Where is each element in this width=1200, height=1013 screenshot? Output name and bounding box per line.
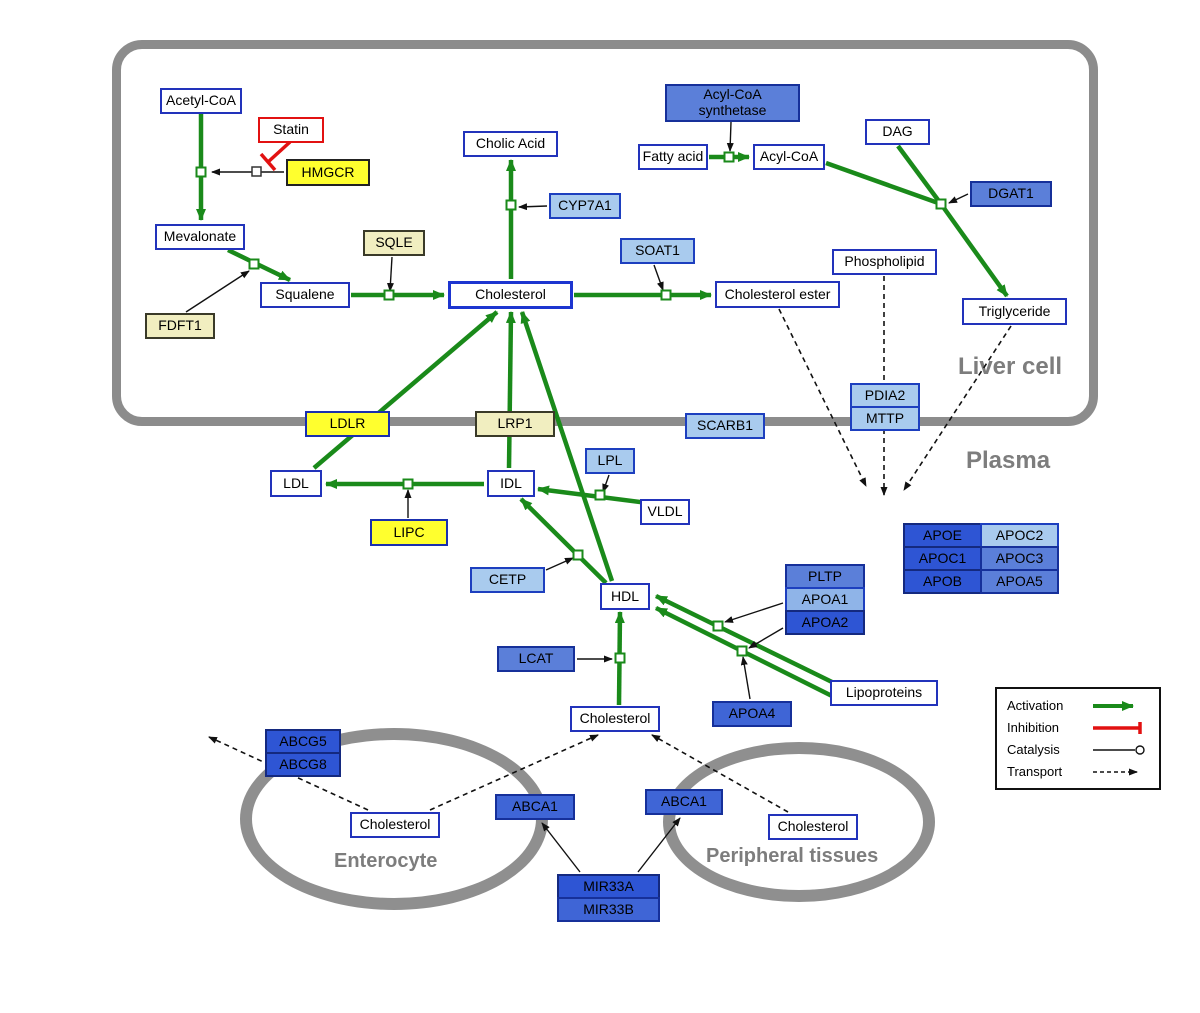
- liver-cell-membrane: [112, 40, 1098, 426]
- catalysis-edges: [185, 121, 969, 873]
- node-cholesterol-ester[interactable]: Cholesterol ester: [715, 281, 840, 308]
- node-squalene[interactable]: Squalene: [260, 282, 350, 308]
- node-mir33a[interactable]: MIR33A: [557, 874, 660, 899]
- node-sqle[interactable]: SQLE: [363, 230, 425, 256]
- node-cyp7a1[interactable]: CYP7A1: [549, 193, 621, 219]
- node-acyl-coa-synthetase[interactable]: Acyl-CoA synthetase: [665, 84, 800, 122]
- node-pltp[interactable]: PLTP: [785, 564, 865, 589]
- node-apoc1[interactable]: APOC1: [903, 546, 982, 571]
- enterocyte-label: Enterocyte: [334, 850, 438, 872]
- node-idl[interactable]: IDL: [487, 470, 535, 497]
- node-mir33b[interactable]: MIR33B: [557, 897, 660, 922]
- legend-inhibition-label: Inhibition: [1007, 720, 1060, 735]
- node-lpl[interactable]: LPL: [585, 448, 635, 474]
- peripheral-tissues-label: Peripheral tissues: [706, 845, 879, 867]
- node-cetp[interactable]: CETP: [470, 567, 545, 593]
- node-cholesterol-plasma[interactable]: Cholesterol: [570, 706, 660, 732]
- node-mevalonate[interactable]: Mevalonate: [155, 224, 245, 250]
- node-hmgcr[interactable]: HMGCR: [286, 159, 370, 186]
- activation-arrow-icon: [1093, 700, 1134, 711]
- node-apob[interactable]: APOB: [903, 569, 982, 594]
- node-abca1-peripheral[interactable]: ABCA1: [645, 789, 723, 815]
- node-lipc[interactable]: LIPC: [370, 519, 448, 546]
- node-cholesterol-liver[interactable]: Cholesterol: [448, 281, 573, 309]
- legend-transport-label: Transport: [1007, 764, 1063, 779]
- node-apoe[interactable]: APOE: [903, 523, 982, 548]
- inhibition-tee-icon: [1093, 721, 1142, 734]
- node-vldl[interactable]: VLDL: [640, 499, 690, 525]
- node-scarb1[interactable]: SCARB1: [685, 413, 765, 439]
- node-cholesterol-peripheral[interactable]: Cholesterol: [768, 814, 858, 840]
- node-fdft1[interactable]: FDFT1: [145, 313, 215, 339]
- legend-transport: Transport: [1007, 764, 1149, 779]
- node-statin[interactable]: Statin: [258, 117, 324, 143]
- node-dgat1[interactable]: DGAT1: [970, 181, 1052, 207]
- node-acyl-coa[interactable]: Acyl-CoA: [753, 144, 825, 170]
- node-apoc2[interactable]: APOC2: [980, 523, 1059, 548]
- node-cholesterol-enterocyte[interactable]: Cholesterol: [350, 812, 440, 838]
- node-lipoproteins[interactable]: Lipoproteins: [830, 680, 938, 706]
- node-abcg5[interactable]: ABCG5: [265, 729, 341, 754]
- node-phospholipid[interactable]: Phospholipid: [832, 249, 937, 275]
- node-fatty-acid[interactable]: Fatty acid: [638, 144, 708, 170]
- node-apoc3[interactable]: APOC3: [980, 546, 1059, 571]
- node-mttp[interactable]: MTTP: [850, 406, 920, 431]
- node-ldlr[interactable]: LDLR: [305, 411, 390, 437]
- inhibition-edge: [259, 140, 292, 172]
- catalysis-circle-icon: [1093, 744, 1145, 755]
- node-cholic-acid[interactable]: Cholic Acid: [463, 131, 558, 157]
- legend-inhibition: Inhibition: [1007, 720, 1149, 735]
- legend: Activation Inhibition Catalysis Transpor…: [995, 687, 1161, 790]
- reaction-nodes: [195, 151, 947, 664]
- node-pdia2[interactable]: PDIA2: [850, 383, 920, 408]
- node-ldl[interactable]: LDL: [270, 470, 322, 497]
- node-dag[interactable]: DAG: [865, 119, 930, 145]
- liver-cell-label: Liver cell: [958, 353, 1063, 380]
- node-apoa5[interactable]: APOA5: [980, 569, 1059, 594]
- legend-activation-label: Activation: [1007, 698, 1064, 713]
- node-lcat[interactable]: LCAT: [497, 646, 575, 672]
- legend-catalysis-label: Catalysis: [1007, 742, 1060, 757]
- legend-catalysis: Catalysis: [1007, 742, 1149, 757]
- node-acetyl-coa[interactable]: Acetyl-CoA: [160, 88, 242, 114]
- node-abca1-enterocyte[interactable]: ABCA1: [495, 794, 575, 820]
- node-hdl[interactable]: HDL: [600, 583, 650, 610]
- transport-dashed-arrow-icon: [1093, 768, 1138, 775]
- node-triglyceride[interactable]: Triglyceride: [962, 298, 1067, 325]
- node-apoa1[interactable]: APOA1: [785, 587, 865, 612]
- node-apoa2[interactable]: APOA2: [785, 610, 865, 635]
- node-abcg8[interactable]: ABCG8: [265, 752, 341, 777]
- legend-activation: Activation: [1007, 698, 1149, 713]
- node-lrp1[interactable]: LRP1: [475, 411, 555, 437]
- node-soat1[interactable]: SOAT1: [620, 238, 695, 264]
- node-apoa4[interactable]: APOA4: [712, 701, 792, 727]
- plasma-label: Plasma: [966, 447, 1051, 474]
